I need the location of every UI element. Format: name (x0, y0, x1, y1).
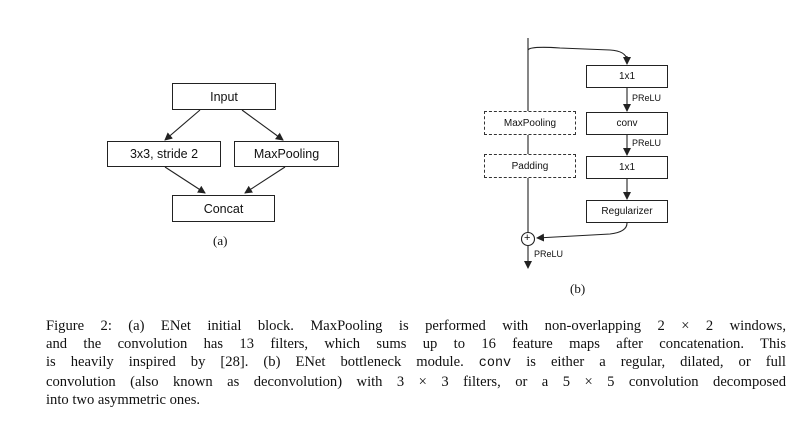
concat-box: Concat (172, 195, 275, 222)
caption-line-1: Figure 2: (a) ENet initial block. MaxPoo… (46, 318, 786, 334)
caption-line-4: convolution (also known as deconvolution… (46, 374, 786, 390)
sum-node-circle (520, 231, 536, 247)
prelu-label-out: PReLU (534, 249, 564, 259)
concat-label: Concat (203, 201, 244, 216)
conv-stride-label: 3x3, stride 2 (129, 147, 199, 161)
caption-code-conv: conv (478, 356, 512, 371)
arrow-input-to-maxpool (241, 109, 284, 141)
input-box: Input (172, 83, 276, 110)
input-label: Input (210, 89, 238, 104)
padding-box: Padding (484, 154, 576, 178)
caption-line-2: and the convolution has 13 filters, whic… (46, 336, 786, 352)
maxpool-box-b: MaxPooling (484, 111, 576, 135)
conv1x1-top-box: 1x1 (586, 65, 668, 88)
regularizer-merge-curve (536, 222, 628, 242)
maxpool-label-a: MaxPooling (253, 147, 320, 161)
sum-node-symbol: + (524, 232, 531, 244)
conv-box-b: conv (586, 112, 668, 135)
padding-label: Padding (511, 160, 549, 172)
conv1x1-bottom-label: 1x1 (618, 162, 636, 173)
arrow-conv-to-concat (164, 166, 206, 194)
maxpool-box-a: MaxPooling (234, 141, 339, 167)
arrow-maxpool-to-concat (244, 166, 286, 194)
input-split-curve (527, 46, 628, 61)
prelu-label-2: PReLU (632, 138, 662, 148)
caption-line-3-text: is heavily inspired by [28]. (b) ENet bo… (46, 354, 464, 370)
caption-line-5: into two asymmetric ones. (46, 392, 201, 408)
regularizer-box: Regularizer (586, 200, 668, 223)
prelu-label-1: PReLU (632, 93, 662, 103)
caption-line-3: is heavily inspired by [28]. (b) ENet bo… (46, 353, 786, 373)
conv1x1-bottom-box: 1x1 (586, 156, 668, 179)
maxpool-label-b: MaxPooling (503, 117, 557, 129)
sublabel-b: (b) (570, 281, 586, 296)
sublabel-a: (a) (213, 233, 228, 248)
conv1x1-top-label: 1x1 (618, 71, 636, 82)
caption-line-3-tail: is either a regular, dilated, or full (526, 354, 786, 370)
conv-stride-box: 3x3, stride 2 (107, 141, 221, 167)
arrow-input-to-conv (164, 109, 201, 141)
conv-label-b: conv (616, 118, 638, 129)
regularizer-label: Regularizer (601, 206, 653, 217)
figure-caption: Figure 2: (a) ENet initial block. MaxPoo… (46, 317, 786, 409)
